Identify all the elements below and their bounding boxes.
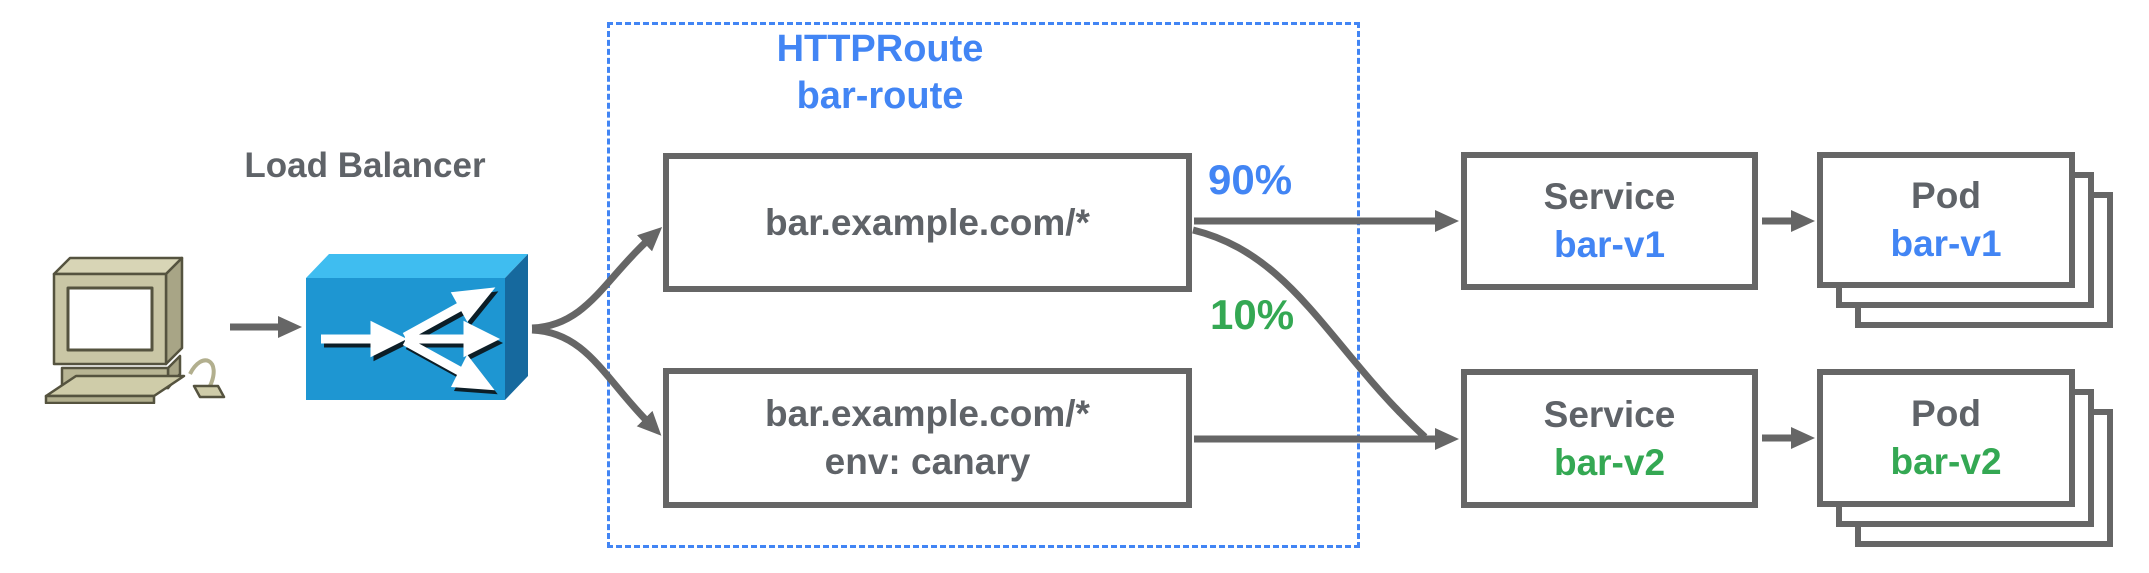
route-rule-canary-header: env: canary	[824, 441, 1031, 482]
route-rule-canary-match: bar.example.com/*	[765, 393, 1090, 434]
httproute-kind: HTTPRoute	[776, 28, 984, 70]
service-bar-v2: Service bar-v2	[1461, 369, 1758, 508]
pod-bar-v1: Pod bar-v1	[1817, 152, 2075, 288]
pod-bar-v2: Pod bar-v2	[1817, 369, 2075, 507]
pod-bar-v1-kind: Pod	[1911, 175, 1981, 216]
route-rule-main: bar.example.com/*	[663, 153, 1192, 292]
service-bar-v1-kind: Service	[1543, 176, 1676, 217]
pod-bar-v2-name: bar-v2	[1890, 441, 2002, 482]
pod-stack-bar-v1: Pod bar-v1	[1817, 152, 2113, 328]
route-rule-main-match: bar.example.com/*	[765, 201, 1090, 243]
service-bar-v1: Service bar-v1	[1461, 152, 1758, 290]
httproute-title: HTTPRoute bar-route	[607, 26, 1153, 120]
weight-label-10: 10%	[1210, 291, 1295, 338]
pod-bar-v1-name: bar-v1	[1890, 223, 2002, 264]
pod-bar-v2-kind: Pod	[1911, 393, 1981, 434]
pod-stack-bar-v2: Pod bar-v2	[1817, 369, 2113, 547]
service-bar-v2-name: bar-v2	[1553, 441, 1666, 483]
load-balancer-icon	[306, 254, 528, 400]
route-rule-canary: bar.example.com/* env: canary	[663, 368, 1192, 508]
service-bar-v2-kind: Service	[1543, 393, 1676, 435]
load-balancer-label: Load Balancer	[244, 146, 486, 185]
httproute-name: bar-route	[796, 75, 964, 117]
client-computer-icon	[44, 256, 226, 404]
service-bar-v1-name: bar-v1	[1553, 224, 1666, 265]
weight-label-90: 90%	[1208, 156, 1293, 203]
